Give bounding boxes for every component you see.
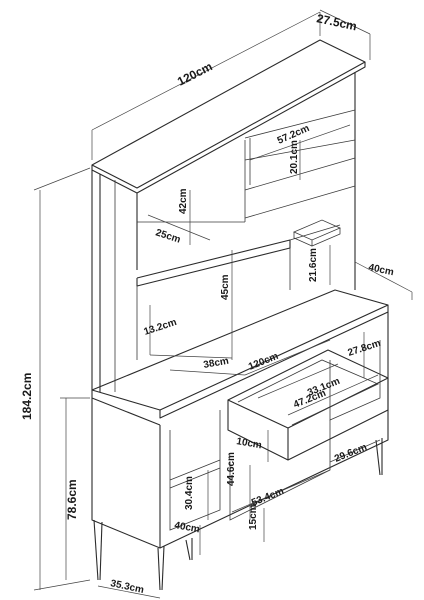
- label-base-depth: 35.3cm: [109, 578, 145, 596]
- label-right-lower-width: 29.6cm: [333, 442, 369, 465]
- label-left-shelf-height: 30.4cm: [184, 476, 195, 510]
- label-depth-top: 27.5cm: [315, 11, 358, 33]
- base-cabinet: [91, 312, 389, 591]
- dimension-labels: 120cm 27.5cm 184.2cm 78.6cm 40cm 57.2cm …: [20, 11, 395, 596]
- label-open-area-height: 45cm: [220, 274, 231, 300]
- label-drawer-height: 10cm: [235, 436, 262, 451]
- label-left-lower-height: 40cm: [173, 520, 200, 535]
- label-counter-depth: 38cm: [203, 356, 230, 371]
- label-counter-gap: 13.2cm: [143, 317, 179, 338]
- label-small-shelf-height: 21.6cm: [308, 248, 319, 282]
- label-width-total: 120cm: [175, 59, 215, 88]
- label-upper-niche-depth: 25cm: [154, 227, 182, 245]
- label-lower-height: 78.6cm: [65, 479, 79, 520]
- hutch-outline: [91, 39, 389, 426]
- label-leg-height: 15cm: [248, 504, 259, 530]
- label-right-niche-height: 27.8cm: [347, 338, 383, 359]
- label-lower-niche-height: 44.6cm: [226, 452, 237, 486]
- label-upper-shelf-height: 20.1cm: [289, 140, 300, 174]
- label-upper-niche-height: 42cm: [178, 188, 189, 214]
- label-height-total: 184.2cm: [20, 373, 34, 420]
- label-depth-lower: 40cm: [367, 262, 394, 278]
- dimension-lines: [33, 9, 413, 599]
